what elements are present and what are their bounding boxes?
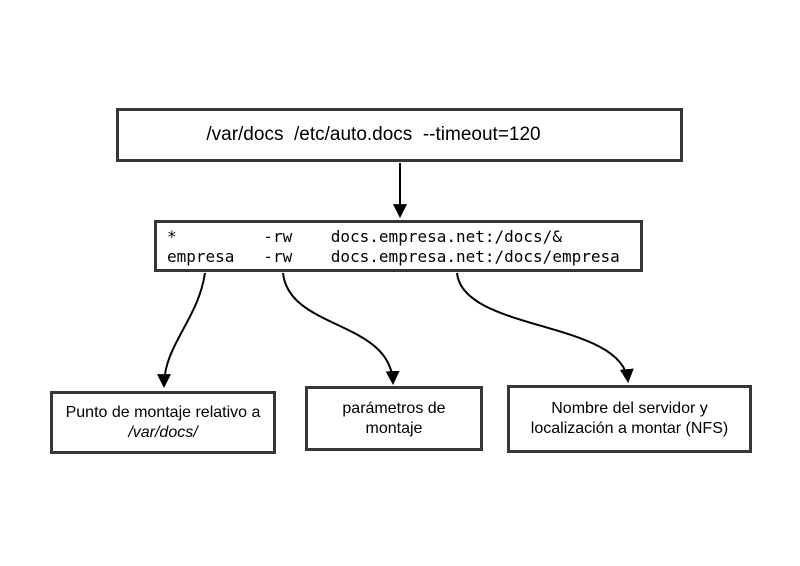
- arrow-options-to-params: [282, 272, 400, 386]
- server-label-line2: localización a montar (NFS): [530, 420, 729, 437]
- master-map-entry-box: /var/docs /etc/auto.docs --timeout=120: [116, 108, 683, 162]
- mount-point-label-box: Punto de montaje relativo a /var/docs/: [50, 391, 276, 454]
- mount-params-label-box: parámetros de montaje: [305, 386, 483, 451]
- map-line-empresa: empresa -rw docs.empresa.net:/docs/empre…: [167, 247, 620, 266]
- map-line-wildcard: * -rw docs.empresa.net:/docs/&: [167, 227, 562, 246]
- master-map-entry-text: /var/docs /etc/auto.docs --timeout=120: [206, 124, 541, 145]
- mount-params-label-line1: parámetros de: [342, 399, 446, 417]
- mount-point-label-line2: /var/docs/: [128, 423, 198, 441]
- arrow-key-to-mount-point: [157, 272, 206, 389]
- mount-point-label-line1: Punto de montaje relativo a: [65, 403, 261, 421]
- mount-params-label-line2: montaje: [365, 419, 423, 437]
- map-file-box: * -rw docs.empresa.net:/docs/& empresa -…: [154, 220, 643, 272]
- server-label-line1: Nombre del servidor y: [551, 400, 708, 417]
- server-label-box: Nombre del servidor y localización a mon…: [507, 385, 752, 453]
- arrow-location-to-server: [456, 272, 634, 384]
